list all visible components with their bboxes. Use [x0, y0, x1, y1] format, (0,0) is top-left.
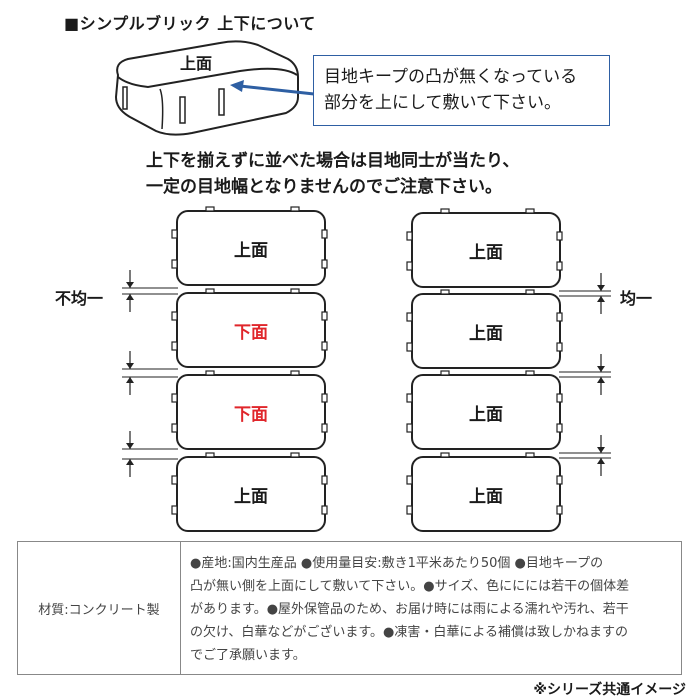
brick-face-label: 上面: [234, 486, 268, 507]
dimension-arrow-head: [597, 366, 605, 372]
joint-keeper-lug: [171, 259, 178, 269]
dimension-arrow-head: [126, 282, 134, 288]
brick-3: 下面: [176, 374, 326, 450]
joint-keeper-lug: [406, 312, 413, 322]
joint-keeper-lug: [556, 261, 563, 271]
joint-keeper-lug: [406, 505, 413, 515]
joint-keeper-lug: [525, 289, 535, 295]
joint-keeper-lug: [171, 311, 178, 321]
spec-description: ●産地:国内生産品 ●使用量目安:敷き1平米あたり50個 ●目地キープの 凸が無…: [190, 556, 630, 663]
joint-keeper-lug: [525, 452, 535, 458]
series-footnote: ※シリーズ共通イメージ: [533, 682, 686, 698]
joint-keeper-lug: [556, 393, 563, 403]
joint-keeper-lug: [321, 229, 328, 239]
joint-keeper-lug: [321, 259, 328, 269]
brick-face-label: 下面: [234, 322, 268, 343]
brick-face-label: 下面: [234, 404, 268, 425]
joint-keeper-lug: [440, 370, 450, 376]
iso-brick-illustration: 上面: [114, 40, 299, 136]
joint-keeper-lug: [290, 452, 300, 458]
joint-keeper-lug: [321, 423, 328, 433]
uneven-label: 不均一: [55, 289, 104, 308]
iso-brick-outline: [114, 40, 299, 136]
iso-brick-top-edge: [117, 67, 298, 89]
joint-keeper-lug: [171, 505, 178, 515]
joint-keeper-lug: [205, 206, 215, 212]
brick-1: 上面: [411, 212, 561, 288]
joint-keeper-lug: [290, 370, 300, 376]
joint-dimension-marks: [122, 206, 611, 515]
joint-keeper-lug: [290, 206, 300, 212]
even-label: 均一: [620, 289, 653, 308]
joint-keeper-lug: [556, 423, 563, 433]
iso-brick-groove: [122, 86, 128, 110]
callout-line-2: 部分を上にして敷いて下さい。: [324, 93, 561, 113]
dimension-arrow-head: [126, 377, 134, 383]
joint-keeper-lug: [171, 423, 178, 433]
brick-face-label: 上面: [469, 242, 503, 263]
brick-3: 上面: [411, 374, 561, 450]
dimension-arrow-head: [126, 443, 134, 449]
joint-keeper-lug: [525, 208, 535, 214]
joint-keeper-lug: [556, 342, 563, 352]
dimension-arrow-head: [597, 458, 605, 464]
joint-keeper-lug: [171, 341, 178, 351]
callout-box: 目地キープの凸が無くなっている 部分を上にして敷いて下さい。: [313, 55, 610, 126]
spec-material-label: 材質:コンクリート製: [18, 542, 181, 674]
joint-keeper-lug: [321, 505, 328, 515]
dimension-arrow-head: [597, 296, 605, 302]
iso-brick-groove: [218, 88, 225, 116]
joint-keeper-lug: [321, 475, 328, 485]
caution-line-2: 一定の目地幅となりませんのでご注意下さい。: [146, 177, 502, 197]
joint-keeper-lug: [556, 312, 563, 322]
joint-keeper-lug: [440, 208, 450, 214]
joint-keeper-lug: [171, 393, 178, 403]
section-heading: ■シンプルブリック 上下について: [64, 14, 316, 33]
brick-face-label: 上面: [469, 404, 503, 425]
joint-keeper-lug: [406, 475, 413, 485]
joint-keeper-lug: [406, 342, 413, 352]
dimension-arrow-head: [126, 294, 134, 300]
joint-keeper-lug: [440, 289, 450, 295]
joint-keeper-lug: [556, 475, 563, 485]
joint-keeper-lug: [171, 229, 178, 239]
dimension-arrow-head: [597, 377, 605, 383]
joint-keeper-lug: [205, 370, 215, 376]
caution-line-1: 上下を揃えずに並べた場合は目地同士が当たり、: [146, 151, 520, 171]
joint-keeper-lug: [556, 231, 563, 241]
callout-arrow: [230, 80, 315, 96]
joint-keeper-lug: [440, 452, 450, 458]
joint-keeper-lug: [205, 288, 215, 294]
joint-keeper-lug: [406, 423, 413, 433]
caution-note: 上下を揃えずに並べた場合は目地同士が当たり、 一定の目地幅となりませんのでご注意…: [146, 148, 519, 200]
brick-face-label: 上面: [469, 486, 503, 507]
callout-line-1: 目地キープの凸が無くなっている: [324, 67, 578, 87]
brick-2: 下面: [176, 292, 326, 368]
joint-keeper-lug: [171, 475, 178, 485]
iso-brick-front-edge: [159, 88, 164, 130]
dimension-arrow-head: [126, 363, 134, 369]
spec-table: 材質:コンクリート製 ●産地:国内生産品 ●使用量目安:敷き1平米あたり50個 …: [17, 541, 682, 675]
brick-1: 上面: [176, 210, 326, 286]
joint-keeper-lug: [406, 261, 413, 271]
dimension-arrow-head: [597, 447, 605, 453]
dimension-arrow-head: [126, 459, 134, 465]
joint-keeper-lug: [556, 505, 563, 515]
joint-keeper-lug: [321, 311, 328, 321]
brick-face-label: 上面: [469, 323, 503, 344]
iso-brick-groove: [179, 96, 186, 124]
joint-keeper-lug: [525, 370, 535, 376]
joint-keeper-lug: [321, 393, 328, 403]
brick-4: 上面: [411, 456, 561, 532]
joint-keeper-lug: [205, 452, 215, 458]
joint-keeper-lug: [406, 231, 413, 241]
iso-brick-top-label: 上面: [180, 54, 212, 73]
joint-keeper-lug: [321, 341, 328, 351]
brick-face-label: 上面: [234, 240, 268, 261]
dimension-arrow-head: [597, 285, 605, 291]
brick-4: 上面: [176, 456, 326, 532]
brick-2: 上面: [411, 293, 561, 369]
joint-keeper-lug: [406, 393, 413, 403]
joint-keeper-lug: [290, 288, 300, 294]
